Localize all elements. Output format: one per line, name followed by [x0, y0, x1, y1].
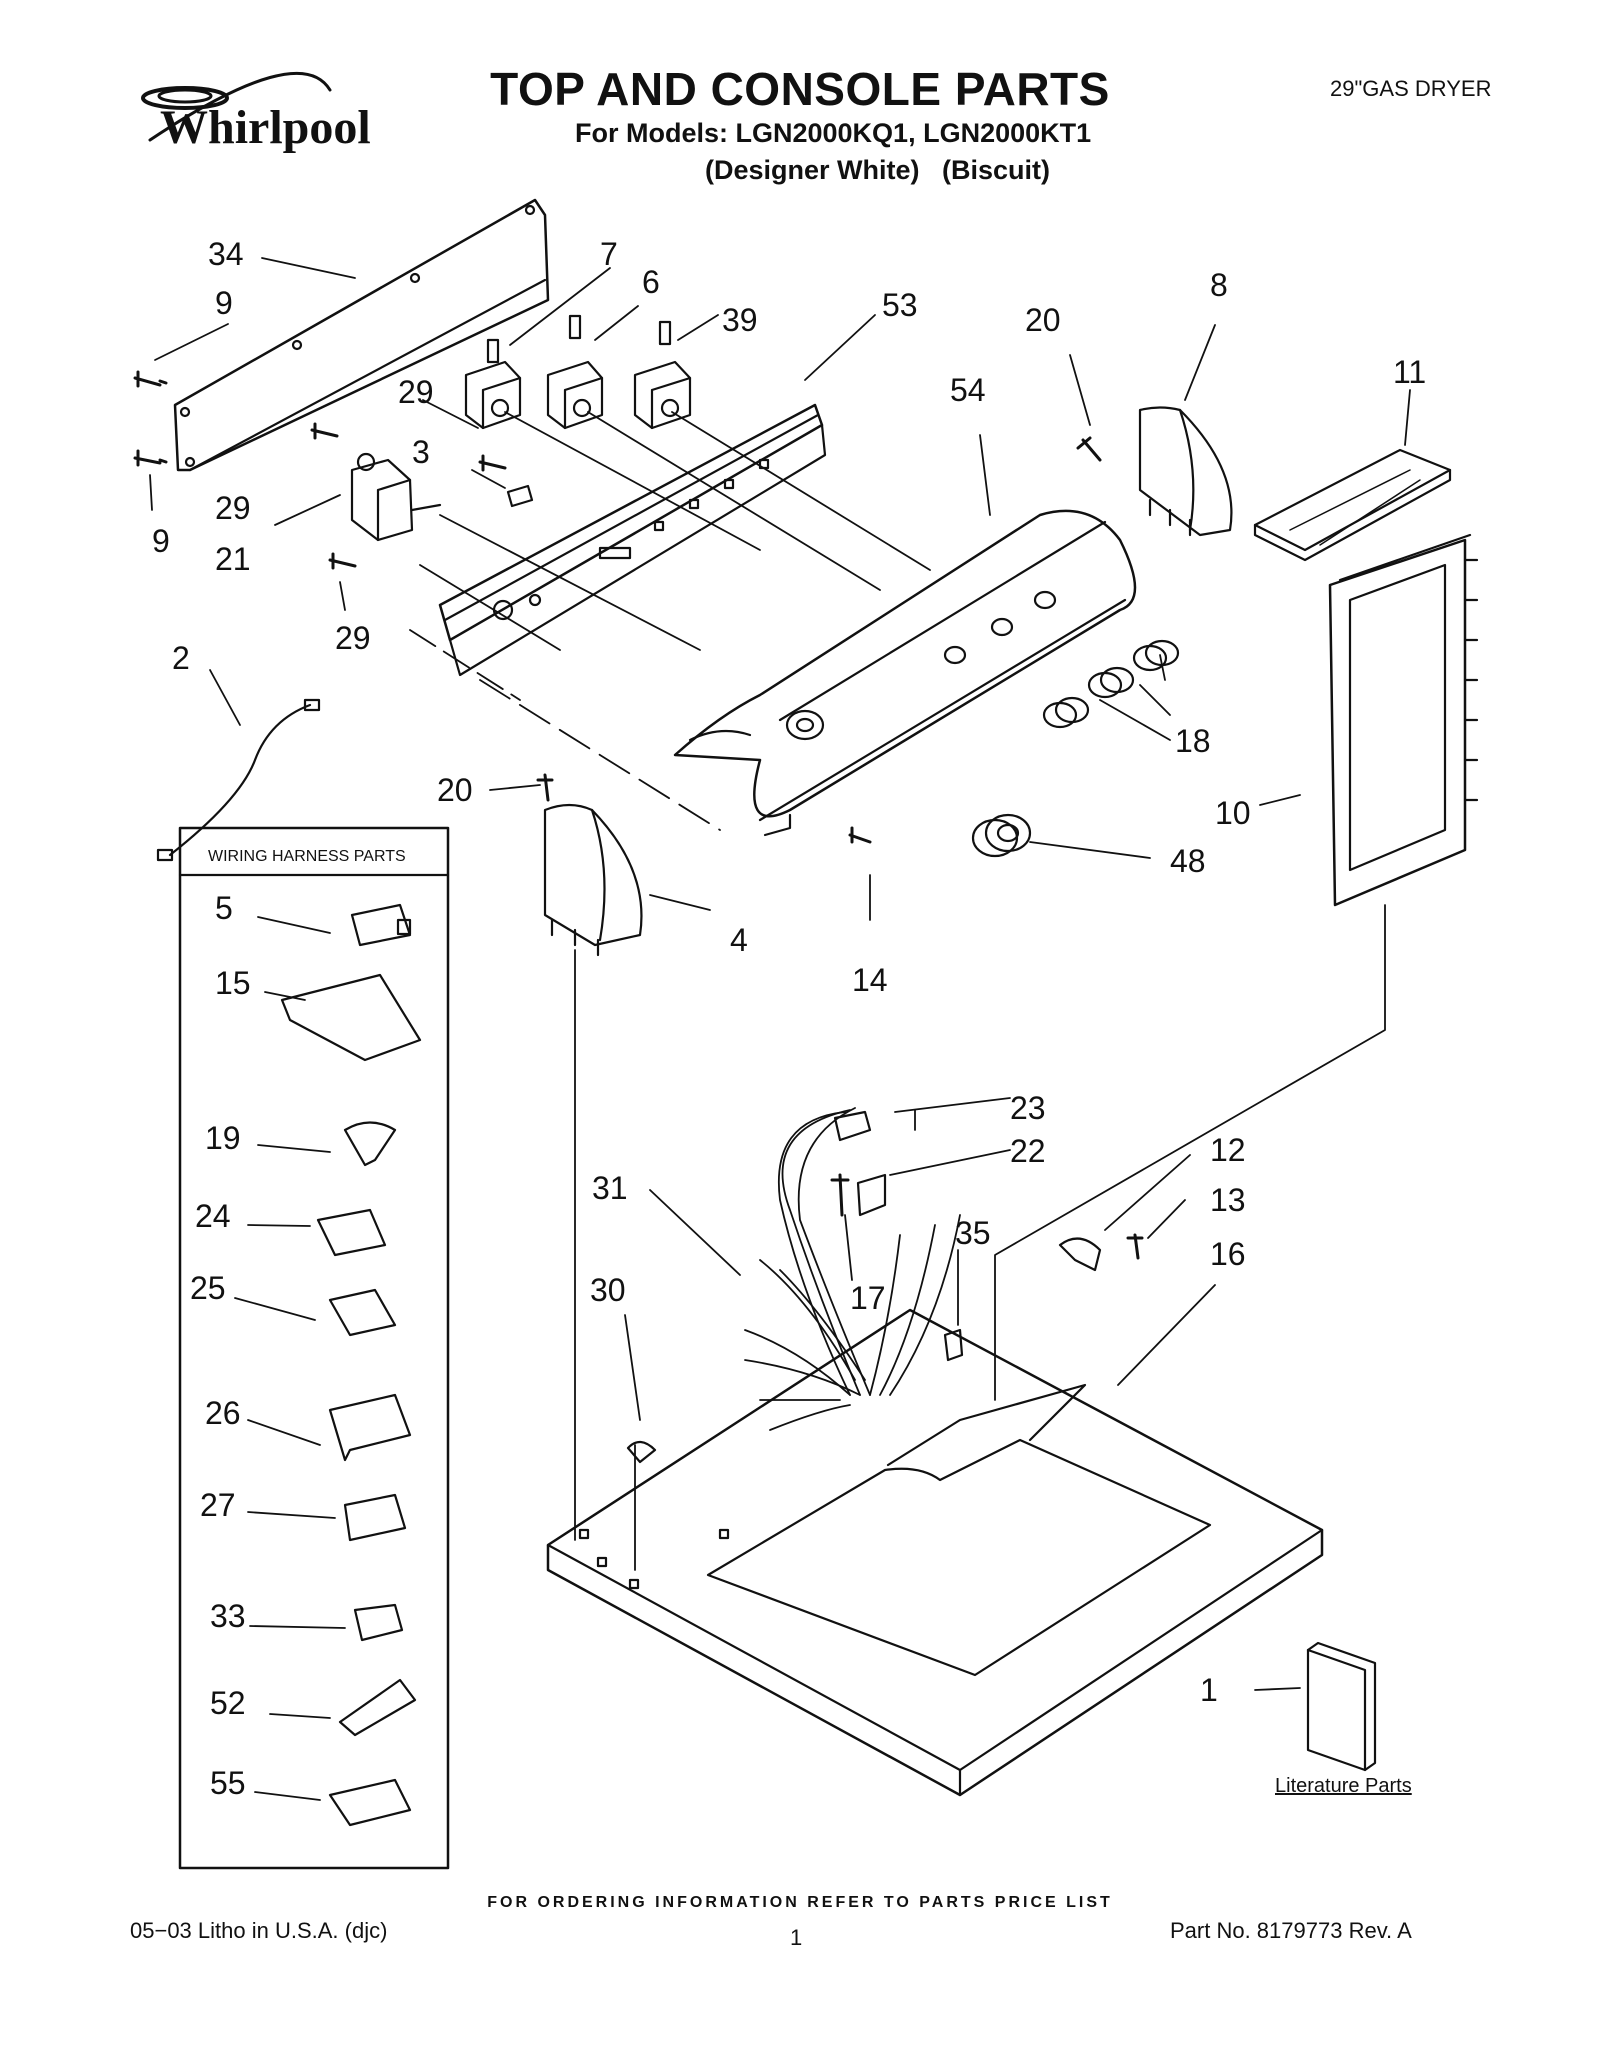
callout-harness-19: 19: [205, 1120, 241, 1156]
callout-48: 48: [1170, 843, 1206, 879]
knob-18-c: [1132, 639, 1180, 672]
callout-harness-52: 52: [210, 1685, 246, 1721]
timer-21: [350, 452, 442, 542]
callout-31: 31: [592, 1170, 628, 1206]
ordering-note: FOR ORDERING INFORMATION REFER TO PARTS …: [487, 1894, 1113, 1911]
callout-harness-27: 27: [200, 1487, 236, 1523]
callout-12: 12: [1210, 1132, 1246, 1168]
part-3: [506, 484, 534, 508]
screw-13: [1126, 1233, 1144, 1260]
part-number: Part No. 8179773 Rev. A: [1170, 1918, 1412, 1943]
literature-part-1: [1306, 1641, 1377, 1772]
callout-29-b: 29: [215, 490, 251, 526]
callout-harness-25: 25: [190, 1270, 226, 1306]
dryer-type: 29"GAS DRYER: [1330, 76, 1492, 101]
callout-11: 11: [1393, 354, 1427, 390]
callout-9-bottom: 9: [152, 523, 170, 559]
callout-54: 54: [950, 372, 986, 408]
console-frame-53: [438, 403, 827, 677]
part-35: [943, 1328, 964, 1362]
callout-30: 30: [590, 1272, 626, 1308]
bracket-22: [856, 1173, 887, 1217]
callout-13: 13: [1210, 1182, 1246, 1218]
page-number: 1: [790, 1925, 803, 1950]
screw-20-bottom: [536, 773, 554, 802]
console-54: [673, 509, 1137, 837]
callout-21: 21: [215, 541, 251, 577]
screw-29-b: [478, 454, 507, 472]
callout-8: 8: [1210, 267, 1228, 303]
callout-7: 7: [600, 236, 618, 272]
lint-housing-10: [1328, 533, 1479, 907]
wire-2: [156, 698, 321, 862]
callout-harness-15: 15: [215, 965, 251, 1001]
callout-16: 16: [1210, 1236, 1246, 1272]
wiring-harness-box: [178, 826, 450, 1870]
end-cap-8: [1138, 406, 1233, 537]
guide-lines: [574, 904, 1386, 1571]
page-title: TOP AND CONSOLE PARTS: [490, 63, 1110, 115]
callout-20-top: 20: [1025, 302, 1061, 338]
callout-29-c: 29: [335, 620, 371, 656]
brand-logo: Whirlpool: [160, 101, 371, 154]
knob-18-a: [1042, 696, 1090, 729]
switch-39: [633, 320, 692, 430]
callout-harness-5: 5: [215, 890, 233, 926]
callout-35: 35: [955, 1215, 991, 1251]
whirlpool-logo-icon: [141, 71, 332, 142]
callout-53: 53: [882, 287, 918, 323]
callout-14: 14: [852, 962, 888, 998]
callout-9-top: 9: [215, 285, 233, 321]
callout-1: 1: [1200, 1672, 1218, 1708]
callout-18: 18: [1175, 723, 1211, 759]
callout-harness-26: 26: [205, 1395, 241, 1431]
wire-harness-31: [744, 1107, 961, 1431]
top-panel-16: [546, 1308, 1324, 1797]
callout-23: 23: [1010, 1090, 1046, 1126]
callout-10: 10: [1215, 795, 1251, 831]
harness-box-title: WIRING HARNESS PARTS: [208, 848, 406, 865]
knob-18-b: [1087, 666, 1135, 699]
callout-34: 34: [208, 236, 244, 272]
screw-9-bottom: [133, 449, 168, 467]
callout-2: 2: [172, 640, 190, 676]
clip-12: [1058, 1237, 1102, 1272]
part-30: [626, 1440, 657, 1464]
callout-29-a: 29: [398, 374, 434, 410]
callout-3: 3: [412, 434, 430, 470]
screw-29-c: [328, 552, 357, 570]
litho-note: 05−03 Litho in U.S.A. (djc): [130, 1918, 388, 1943]
callout-17: 17: [850, 1280, 886, 1316]
screw-14: [848, 826, 872, 844]
callout-22: 22: [1010, 1133, 1046, 1169]
callout-harness-33: 33: [210, 1598, 246, 1634]
callout-20-bottom: 20: [437, 772, 473, 808]
screw-29-a: [310, 422, 339, 440]
back-panel-34: [173, 198, 550, 472]
clamp-23: [833, 1110, 872, 1142]
end-cap-4: [543, 803, 643, 957]
connection-lines: [409, 411, 931, 831]
callout-harness-55: 55: [210, 1765, 246, 1801]
callout-4: 4: [730, 922, 748, 958]
models-line: For Models: LGN2000KQ1, LGN2000KT1: [575, 118, 1092, 148]
leader-arrows: [149, 257, 1411, 1801]
literature-parts-label: Literature Parts: [1275, 1775, 1412, 1797]
colors-line: (Designer White) (Biscuit): [705, 155, 1051, 185]
callout-6: 6: [642, 264, 660, 300]
switch-7: [464, 338, 522, 430]
screw-20-top: [1076, 436, 1102, 462]
lint-screen-11: [1253, 448, 1452, 562]
screw-9-top: [133, 370, 168, 388]
knob-48: [971, 813, 1032, 858]
harness-connectors: [280, 903, 422, 1827]
switch-6: [546, 314, 604, 430]
callout-39: 39: [722, 302, 758, 338]
screw-17: [830, 1173, 850, 1217]
callout-harness-24: 24: [195, 1198, 231, 1234]
